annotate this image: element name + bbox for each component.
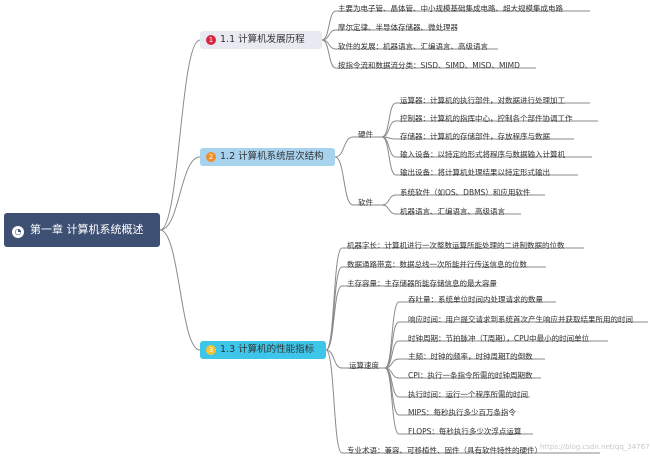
hardware-item-1[interactable]: 运算器：计算机的执行部件，对数据进行处理加工 xyxy=(400,96,565,105)
speed-item-cpi[interactable]: CPI：执行一条指令所需的时钟周期数 xyxy=(408,371,533,380)
topic-history-label: 1.1 计算机发展历程 xyxy=(220,34,305,45)
speed-item-flops[interactable]: FLOPS：每秒执行多少次浮点运算 xyxy=(408,427,522,436)
speed-node[interactable]: 运算速度 xyxy=(349,361,379,370)
history-item-1[interactable]: 主要为电子管、晶体管、中小规模基础集成电路、超大规模集成电路 xyxy=(338,4,563,13)
chart-icon: ◔ xyxy=(12,226,24,238)
speed-item-frequency[interactable]: 主频：时钟的频率，时钟周期T的倒数 xyxy=(408,352,533,361)
speed-item-throughput[interactable]: 吞吐量：系统单位时间内处理请求的数量 xyxy=(408,295,543,304)
topic-structure-label: 1.2 计算机系统层次结构 xyxy=(220,151,324,162)
priority-1-icon: 1 xyxy=(206,35,216,45)
perf-item-memory[interactable]: 主存容量：主存储器所能存储信息的最大容量 xyxy=(347,279,497,288)
priority-2-icon: 2 xyxy=(206,152,216,162)
hardware-node[interactable]: 硬件 xyxy=(358,130,373,139)
hardware-item-2[interactable]: 控制器：计算机的指挥中心，控制各个部件协调工作 xyxy=(400,114,573,123)
software-node[interactable]: 软件 xyxy=(358,198,373,207)
perf-item-terms[interactable]: 专业术语：兼容、可移植性、固件（具有软件特性的硬件） xyxy=(347,446,542,455)
speed-item-exec-time[interactable]: 执行时间：运行一个程序所需的时间 xyxy=(408,390,528,399)
watermark: https://blog.csdn.net/qq_34767784 xyxy=(540,443,650,451)
root-topic[interactable]: ◔ 第一章 计算机系统概述 xyxy=(4,213,160,247)
topic-history[interactable]: 1 1.1 计算机发展历程 xyxy=(200,31,322,49)
history-item-2[interactable]: 摩尔定律、半导体存储器、微处理器 xyxy=(338,23,458,32)
speed-item-clock-cycle[interactable]: 时钟周期：节拍脉冲（T周期），CPU中最小的时间单位 xyxy=(408,334,590,343)
topic-structure[interactable]: 2 1.2 计算机系统层次结构 xyxy=(200,148,335,166)
perf-item-word-length[interactable]: 机器字长：计算机进行一次整数运算所能处理的二进制数据的位数 xyxy=(347,241,565,250)
speed-item-response[interactable]: 响应时间：用户提交请求到系统首次产生响应并获取结果所用的时间 xyxy=(408,315,633,324)
topic-performance-label: 1.3 计算机的性能指标 xyxy=(220,344,315,355)
priority-3-icon: 3 xyxy=(206,345,216,355)
software-item-2[interactable]: 机器语言、汇编语言、高级语言 xyxy=(400,207,505,216)
perf-item-bandwidth[interactable]: 数据通路带宽：数据总线一次所能并行传送信息的位数 xyxy=(347,260,527,269)
speed-item-mips[interactable]: MIPS：每秒执行多少百万条指令 xyxy=(408,408,516,417)
software-item-1[interactable]: 系统软件（如OS、DBMS）和应用软件 xyxy=(400,188,531,197)
hardware-item-3[interactable]: 存储器：计算机的存储部件，存放程序与数据 xyxy=(400,132,550,141)
hardware-item-5[interactable]: 输出设备：将计算机处理结果以特定形式输出 xyxy=(400,168,550,177)
hardware-item-4[interactable]: 输入设备：以特定的形式将程序与数据输入计算机 xyxy=(400,150,565,159)
history-item-4[interactable]: 按指令流和数据流分类：SISD、SIMD、MISD、MIMD xyxy=(338,61,520,70)
history-item-3[interactable]: 软件的发展：机器语言、汇编语言、高级语言 xyxy=(338,42,488,51)
root-topic-label: 第一章 计算机系统概述 xyxy=(30,223,144,236)
topic-performance[interactable]: 3 1.3 计算机的性能指标 xyxy=(200,341,326,359)
